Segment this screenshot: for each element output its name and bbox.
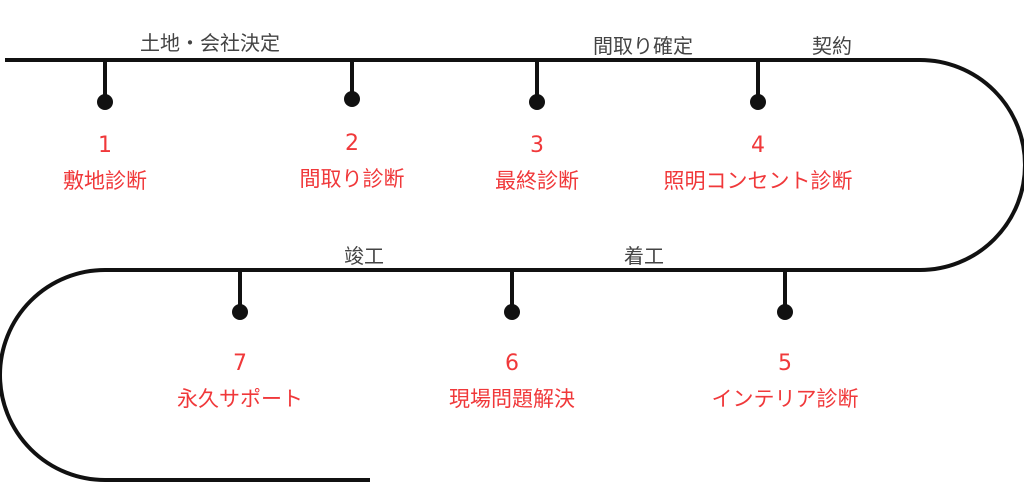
step-name: 現場問題解決: [449, 387, 575, 411]
step-5: 5 インテリア診断: [665, 353, 905, 410]
step-number: 6: [505, 351, 519, 376]
phase-label-completion: 竣工: [344, 244, 384, 268]
step-6: 6 現場問題解決: [392, 353, 632, 410]
milestone-marker-3: [529, 60, 545, 110]
step-number: 4: [751, 133, 765, 158]
step-3: 3 最終診断: [417, 135, 657, 192]
step-name: 照明コンセント診断: [663, 169, 853, 193]
step-number: 2: [345, 131, 359, 156]
phase-label-layout: 間取り確定: [593, 34, 693, 58]
phase-label-construction: 着工: [624, 244, 664, 268]
step-number: 7: [233, 351, 247, 376]
phase-label-contract: 契約: [812, 34, 852, 58]
milestone-marker-2: [344, 60, 360, 107]
step-name: 最終診断: [495, 169, 579, 193]
step-1: 1 敷地診断: [0, 135, 225, 192]
milestone-marker-1: [97, 60, 113, 110]
milestone-marker-6: [504, 270, 520, 320]
step-2: 2 間取り診断: [232, 133, 472, 190]
milestone-marker-7: [232, 270, 248, 320]
phase-label-land: 土地・会社決定: [140, 31, 280, 55]
step-name: インテリア診断: [711, 387, 859, 411]
step-number: 5: [778, 351, 792, 376]
step-number: 3: [530, 133, 544, 158]
step-4: 4 照明コンセント診断: [638, 135, 878, 192]
step-7: 7 永久サポート: [120, 353, 360, 410]
step-number: 1: [98, 133, 112, 158]
milestone-marker-4: [750, 60, 766, 110]
milestone-marker-5: [777, 270, 793, 320]
step-name: 間取り診断: [299, 167, 405, 191]
step-name: 敷地診断: [63, 169, 147, 193]
step-name: 永久サポート: [177, 387, 303, 411]
